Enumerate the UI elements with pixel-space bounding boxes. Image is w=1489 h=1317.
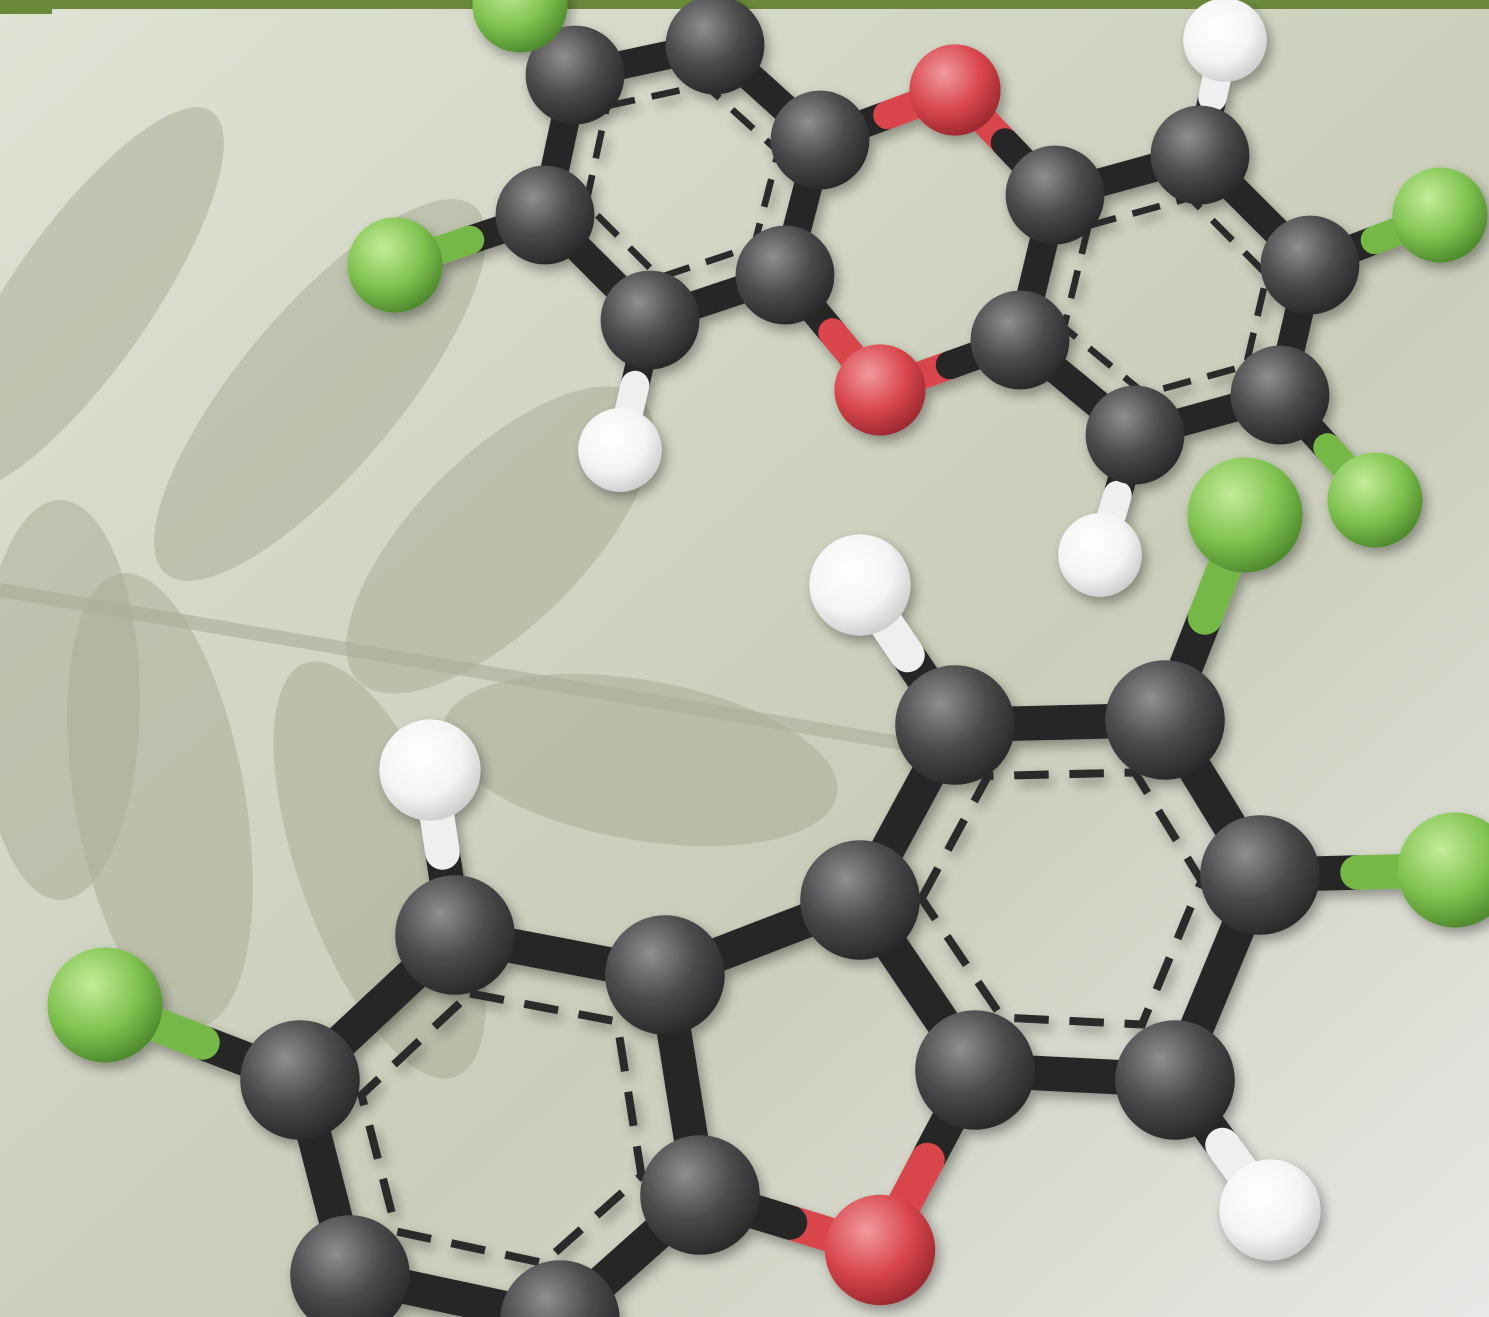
oxygen-atom — [909, 44, 1001, 136]
hydrogen-atom — [1058, 513, 1142, 597]
chlorine-atom — [1327, 452, 1423, 548]
carbon-atom — [395, 875, 515, 995]
leaf — [442, 673, 838, 847]
top-rule-tab — [0, 0, 52, 14]
leaf — [0, 500, 140, 900]
carbon-atom — [1115, 1020, 1235, 1140]
chlorine-atom — [1187, 457, 1303, 573]
hydrogen-atom — [1183, 0, 1267, 82]
carbon-atom — [915, 1010, 1035, 1130]
oxygen-atom — [824, 1194, 936, 1306]
chlorine-atom — [1392, 167, 1488, 263]
carbon-atom — [665, 0, 765, 95]
chlorine-atom — [47, 947, 163, 1063]
carbon-atom — [735, 225, 835, 325]
carbon-atom — [640, 1135, 760, 1255]
hydrogen-atom — [379, 719, 481, 821]
carbon-atom — [290, 1215, 410, 1317]
dibenzofuran-molecule — [47, 457, 1489, 1317]
oxygen-atom — [834, 344, 926, 436]
aromatic-ring — [357, 989, 646, 1268]
carbon-atom — [1005, 145, 1105, 245]
carbon-atom — [800, 840, 920, 960]
carbon-atom — [1105, 660, 1225, 780]
hydrogen-atom — [809, 534, 911, 636]
carbon-atom — [600, 270, 700, 370]
carbon-atom — [895, 665, 1015, 785]
leaf — [346, 386, 654, 694]
carbon-atom — [970, 290, 1070, 390]
dibenzodioxin-molecule — [347, 0, 1488, 597]
carbon-atom — [1200, 815, 1320, 935]
carbon-atom — [605, 915, 725, 1035]
carbon-atom — [525, 25, 625, 125]
chlorine-atom — [347, 217, 443, 313]
chlorine-atom — [472, 0, 568, 53]
chlorine-atom — [1397, 812, 1489, 928]
leaf — [0, 107, 224, 493]
top-rule — [0, 0, 1489, 9]
carbon-atom — [495, 165, 595, 265]
carbon-atom — [240, 1020, 360, 1140]
carbon-atom — [1230, 345, 1330, 445]
carbon-atom — [770, 90, 870, 190]
carbon-atom — [500, 1260, 620, 1317]
carbon-atom — [1260, 215, 1360, 315]
carbon-atom — [1150, 105, 1250, 205]
hydrogen-atom — [1219, 1159, 1321, 1261]
carbon-atom — [1085, 385, 1185, 485]
hydrogen-atom — [578, 408, 662, 492]
